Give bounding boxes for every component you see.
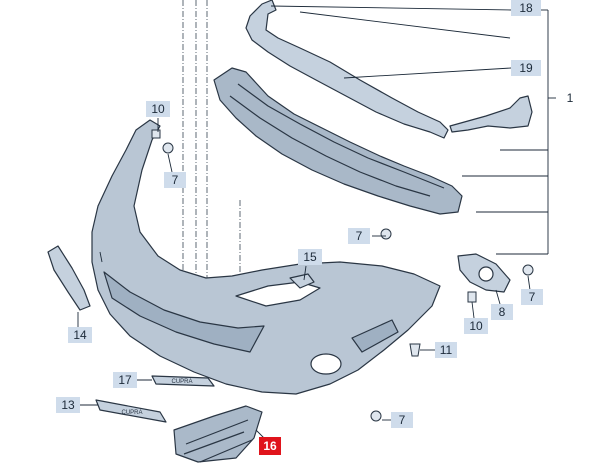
svg-text:7: 7 — [399, 413, 406, 427]
side-trim-strip — [47, 245, 91, 311]
svg-text:8: 8 — [499, 305, 506, 319]
upper-mounting-bracket — [245, 0, 533, 139]
trim-lettering-17: CUPRA — [171, 379, 192, 385]
leader-lines — [76, 5, 556, 441]
svg-text:17: 17 — [118, 373, 132, 387]
callout-14: 14 — [68, 327, 92, 343]
fasteners — [151, 129, 534, 422]
callout-11: 11 — [435, 342, 457, 358]
callout-7-lower: 7 — [391, 412, 413, 428]
callout-10-right: 10 — [464, 318, 488, 334]
callout-7-right: 7 — [521, 289, 543, 305]
callout-7-upper: 7 — [164, 172, 186, 188]
callout-8: 8 — [491, 304, 513, 320]
callout-19: 19 — [511, 60, 541, 76]
svg-text:18: 18 — [519, 1, 533, 15]
svg-text:7: 7 — [529, 290, 536, 304]
svg-text:15: 15 — [303, 250, 317, 264]
callout-7-middle: 7 — [348, 228, 370, 244]
svg-text:19: 19 — [519, 61, 533, 75]
fog-light-bracket — [457, 253, 511, 293]
svg-text:14: 14 — [73, 328, 87, 342]
callout-16: 16 — [259, 437, 281, 455]
svg-text:7: 7 — [356, 229, 363, 243]
svg-text:13: 13 — [61, 398, 75, 412]
svg-text:11: 11 — [440, 343, 453, 357]
callout-15: 15 — [298, 249, 322, 265]
tow-eye-cap — [289, 273, 315, 289]
lower-trim-strips: CUPRA CUPRA — [95, 375, 215, 423]
svg-text:16: 16 — [263, 439, 277, 453]
svg-text:10: 10 — [469, 319, 483, 333]
callout-17: 17 — [113, 372, 137, 388]
svg-text:7: 7 — [172, 173, 179, 187]
trim-lettering-13: CUPRA — [121, 410, 142, 416]
callout-13: 13 — [56, 397, 80, 413]
energy-absorber — [213, 67, 463, 215]
svg-text:10: 10 — [151, 102, 165, 116]
lower-grille — [173, 405, 263, 463]
callout-10-upper: 10 — [146, 101, 170, 117]
svg-text:1: 1 — [567, 91, 574, 105]
callout-18: 18 — [511, 0, 541, 16]
callout-1: 1 — [559, 90, 581, 106]
